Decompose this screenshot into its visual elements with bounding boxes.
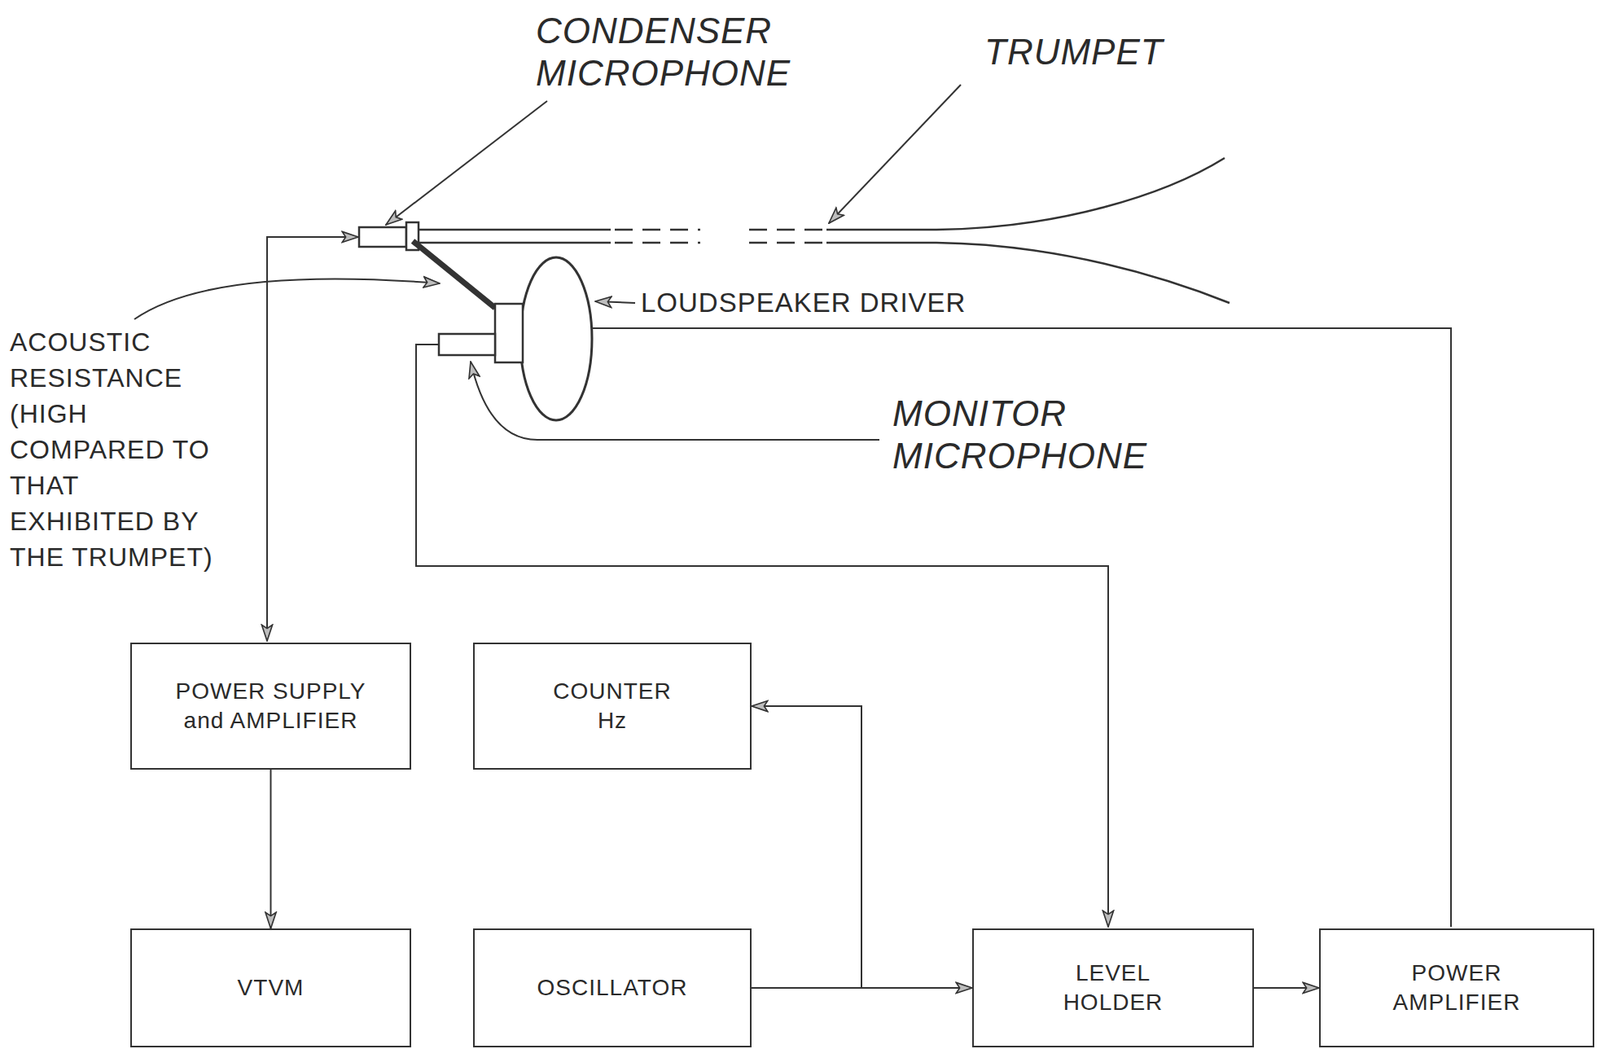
amplifier-box: POWER SUPPLY and AMPLIFIER: [130, 642, 412, 770]
acoustic-resistance: [412, 241, 496, 308]
leader-line: [385, 100, 548, 225]
box-label: POWER AMPLIFIER: [1375, 958, 1539, 1018]
signal-connector: [270, 769, 272, 929]
box-label: COUNTER Hz: [543, 676, 682, 737]
trumpet-tube: [418, 228, 611, 232]
signal-wire: [267, 236, 359, 641]
leader-line: [595, 301, 636, 303]
signal-connector: [751, 705, 862, 988]
trumpet-tube-break: [614, 241, 825, 245]
trumpet-outline: [418, 157, 1230, 303]
note-label: ACOUSTIC RESISTANCE (HIGH COMPARED TO TH…: [9, 324, 214, 575]
part-label: TRUMPET: [984, 30, 1197, 74]
signal-wire: [591, 328, 1451, 927]
trumpet-tube-break: [614, 228, 825, 232]
amplifier-box: POWER AMPLIFIER: [1319, 928, 1595, 1048]
box-label: VTVM: [237, 973, 305, 1003]
signal-connector: [751, 986, 973, 989]
oscillator-box: OSCILLATOR: [473, 928, 752, 1048]
box-label: LEVEL HOLDER: [1043, 958, 1183, 1018]
part-label: MONITOR MICROPHONE: [892, 392, 1178, 478]
trumpet-tube: [418, 241, 611, 245]
level-holder-box: LEVEL HOLDER: [972, 928, 1254, 1048]
mouthpiece-coupler: [406, 222, 419, 250]
driver-throat: [495, 303, 523, 363]
meter-box: VTVM: [130, 928, 412, 1048]
leader-line: [470, 361, 880, 440]
trumpet-bell: [826, 157, 1225, 230]
box-label: OSCILLATOR: [537, 973, 689, 1003]
box-label: POWER SUPPLY and AMPLIFIER: [169, 676, 373, 737]
signal-connector: [1253, 986, 1320, 989]
monitor-microphone: [438, 333, 496, 356]
condenser-microphone: [359, 227, 407, 247]
counter-box: COUNTER Hz: [473, 642, 752, 770]
loudspeaker-driver: [520, 257, 592, 421]
part-label: CONDENSER MICROPHONE: [535, 9, 805, 95]
part-label: LOUDSPEAKER DRIVER: [640, 286, 966, 320]
leader-line: [134, 279, 440, 320]
leader-line: [828, 84, 961, 224]
